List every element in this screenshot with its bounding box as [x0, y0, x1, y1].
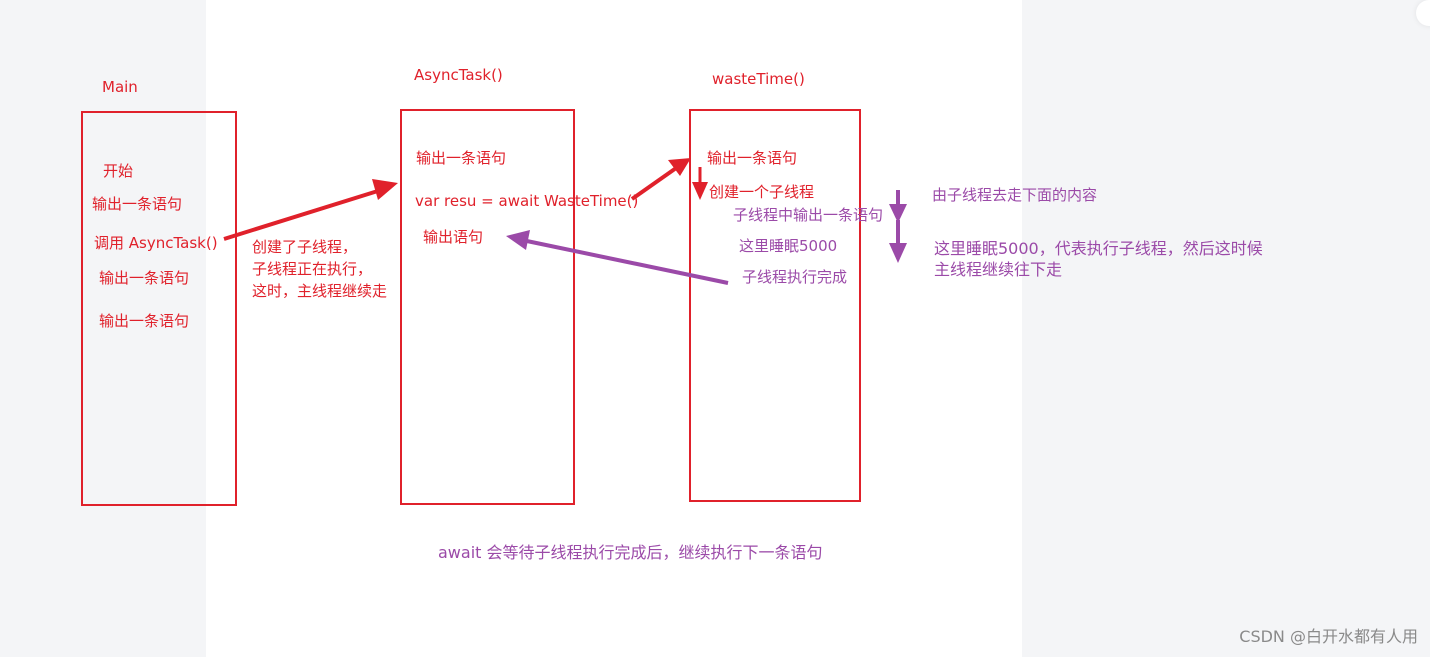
diagram-canvas	[206, 0, 1022, 657]
waste-print: 输出一条语句	[707, 149, 798, 167]
arrow-main-to-async	[223, 179, 398, 241]
waste-child-print: 子线程中输出一条语句	[733, 206, 884, 224]
arrow-child-flow-1	[889, 190, 907, 223]
create-thread-note: 创建了子线程， 子线程正在执行， 这时，主线程继续走	[252, 238, 388, 300]
main-print-2: 输出一条语句	[99, 269, 190, 287]
sleep-note: 这里睡眠5000，代表执行子线程，然后这时候 主线程继续往下走	[934, 239, 1263, 279]
wastetime-box	[689, 109, 861, 502]
main-print-1: 输出一条语句	[92, 195, 183, 213]
arrow-child-flow-2	[889, 220, 907, 263]
async-print-after: 输出语句	[423, 228, 484, 246]
arrow-waste-down	[692, 167, 708, 200]
child-runs-note: 由子线程去走下面的内容	[932, 186, 1098, 204]
main-header: Main	[102, 78, 138, 96]
main-print-3: 输出一条语句	[99, 312, 190, 330]
arrow-async-to-waste	[630, 158, 691, 201]
scroll-to-top-button[interactable]	[1416, 0, 1430, 26]
async-print: 输出一条语句	[416, 149, 507, 167]
waste-sleep: 这里睡眠5000	[739, 237, 838, 255]
waste-done: 子线程执行完成	[742, 268, 848, 286]
async-await-line: var resu = await WasteTime()	[415, 192, 639, 210]
main-box	[81, 111, 237, 506]
waste-create-thread: 创建一个子线程	[709, 183, 815, 201]
asynctask-header: AsyncTask()	[414, 66, 503, 84]
await-note: await 会等待子线程执行完成后，继续执行下一条语句	[438, 543, 823, 562]
arrow-waste-return-to-async	[506, 230, 729, 285]
wastetime-header: wasteTime()	[712, 70, 805, 88]
asynctask-box	[400, 109, 575, 505]
csdn-watermark: CSDN @白开水都有人用	[1239, 627, 1418, 646]
main-start: 开始	[103, 162, 134, 180]
main-call-asynctask: 调用 AsyncTask()	[94, 234, 218, 252]
